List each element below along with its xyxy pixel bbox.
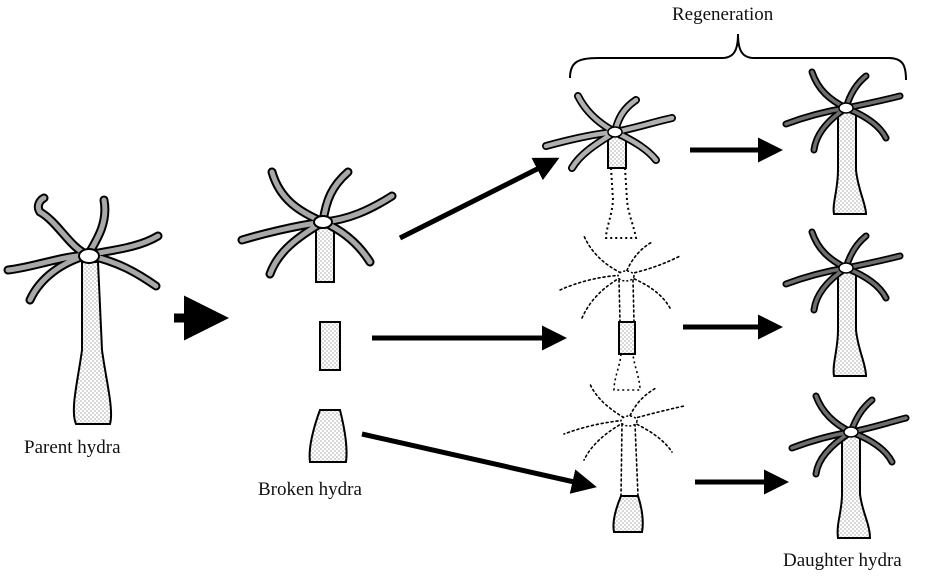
daughter-hydra-1 xyxy=(782,68,904,215)
daughter-2-head xyxy=(838,262,854,274)
regen-bottom-head xyxy=(620,415,638,427)
daughter-hydra-3 xyxy=(788,392,910,539)
daughter-hydra-label: Daughter hydra xyxy=(783,550,902,571)
parent-hydra-head xyxy=(78,248,100,264)
regen-top-new-part xyxy=(604,167,638,239)
parent-hydra-figure xyxy=(3,193,163,425)
regen-top-head xyxy=(607,126,623,138)
daughter-1-body xyxy=(832,111,868,215)
broken-hydra-base-piece xyxy=(308,409,348,463)
daughter-hydra-2 xyxy=(782,228,904,377)
regenerating-middle xyxy=(559,235,681,391)
regenerating-top xyxy=(542,92,676,239)
broken-top-head xyxy=(313,215,333,229)
parent-hydra-body xyxy=(72,261,113,425)
daughter-2-body xyxy=(832,271,868,377)
daughter-1-head xyxy=(838,102,854,114)
arrow-base-to-regen xyxy=(361,431,597,494)
regen-middle-head xyxy=(617,270,635,282)
regen-bottom-existing xyxy=(612,495,644,533)
broken-hydra-top-piece xyxy=(237,167,397,283)
regen-middle-existing xyxy=(618,321,636,355)
arrow-top-to-regen xyxy=(398,157,560,241)
regeneration-label: Regeneration xyxy=(672,4,774,25)
regenerating-bottom xyxy=(563,383,685,533)
regen-middle-new-base xyxy=(613,353,641,391)
daughter-3-head xyxy=(843,426,859,438)
regeneration-brace xyxy=(569,33,907,81)
daughter-3-body xyxy=(836,435,872,539)
broken-hydra-label: Broken hydra xyxy=(258,479,363,500)
broken-hydra-middle-piece xyxy=(319,321,341,371)
broken-top-body xyxy=(315,225,335,283)
parent-hydra-label: Parent hydra xyxy=(24,437,121,458)
